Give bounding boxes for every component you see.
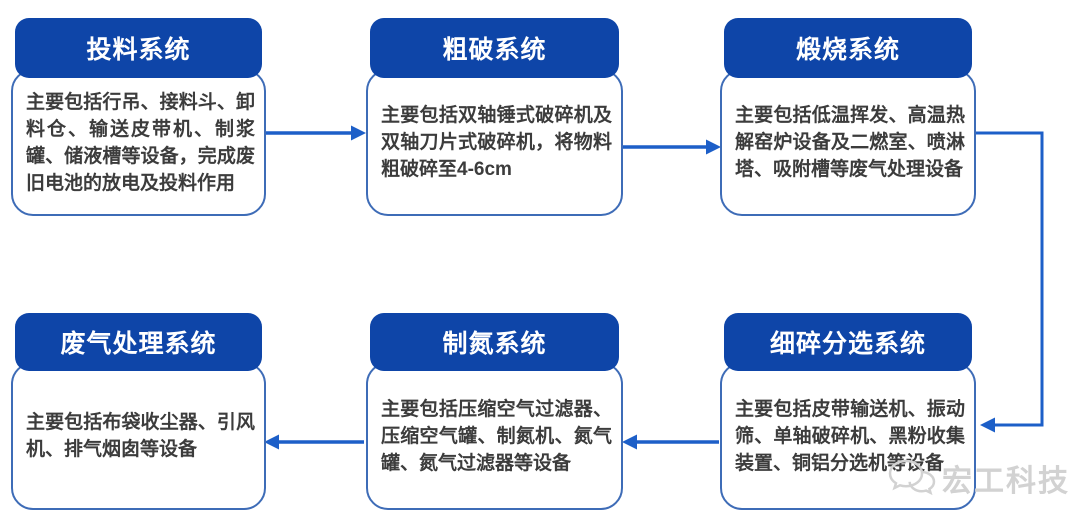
arrowhead-left-4 [622, 434, 637, 450]
node-nitrogen-generation-system: 制氮系统 主要包括压缩空气过滤器、压缩空气罐、制氮机、氮气罐、氮气过滤器等设备 [366, 313, 623, 510]
node-desc-text: 主要包括压缩空气过滤器、压缩空气罐、制氮机、氮气罐、氮气过滤器等设备 [381, 398, 612, 474]
node-desc-text: 主要包括皮带输送机、振动筛、单轴破碎机、黑粉收集装置、铜铝分选机等设备 [735, 398, 965, 474]
node-title-waste-gas-treatment: 废气处理系统 [15, 313, 262, 371]
node-desc-text: 主要包括行吊、接料斗、卸料仓、输送皮带机、制浆罐、储液槽等设备，完成废旧电池的放… [26, 91, 255, 194]
node-desc-coarse-crushing: 主要包括双轴锤式破碎机及双轴刀片式破碎机，将物料粗破碎至4-6cm [366, 69, 623, 216]
node-desc-nitrogen-generation: 主要包括压缩空气过滤器、压缩空气罐、制氮机、氮气罐、氮气过滤器等设备 [366, 362, 623, 510]
arrowhead-right-1 [351, 125, 366, 141]
node-desc-calcination: 主要包括低温挥发、高温热解窑炉设备及二燃室、喷淋塔、吸附槽等废气处理设备 [720, 69, 976, 216]
arrowhead-left-5 [264, 434, 279, 450]
node-title-coarse-crushing: 粗破系统 [370, 18, 619, 78]
node-desc-text: 主要包括双轴锤式破碎机及双轴刀片式破碎机，将物料粗破碎至4-6cm [381, 105, 612, 180]
node-coarse-crushing-system: 粗破系统 主要包括双轴锤式破碎机及双轴刀片式破碎机，将物料粗破碎至4-6cm [366, 18, 623, 216]
node-desc-waste-gas-treatment: 主要包括布袋收尘器、引风机、排气烟囱等设备 [11, 362, 266, 510]
arrowhead-left-3 [980, 417, 995, 433]
node-fine-crushing-sorting-system: 细碎分选系统 主要包括皮带输送机、振动筛、单轴破碎机、黑粉收集装置、铜铝分选机等… [720, 313, 976, 510]
node-title-nitrogen-generation: 制氮系统 [370, 313, 619, 371]
node-desc-feeding: 主要包括行吊、接料斗、卸料仓、输送皮带机、制浆罐、储液槽等设备，完成废旧电池的放… [11, 69, 266, 216]
node-title-calcination: 煅烧系统 [724, 18, 972, 78]
node-title-feeding: 投料系统 [15, 18, 262, 78]
node-title-fine-crushing-sorting: 细碎分选系统 [724, 313, 972, 371]
arrow-calcination-to-fine [976, 131, 1044, 427]
node-waste-gas-treatment-system: 废气处理系统 主要包括布袋收尘器、引风机、排气烟囱等设备 [11, 313, 266, 510]
node-feeding-system: 投料系统 主要包括行吊、接料斗、卸料仓、输送皮带机、制浆罐、储液槽等设备，完成废… [11, 18, 266, 216]
node-calcination-system: 煅烧系统 主要包括低温挥发、高温热解窑炉设备及二燃室、喷淋塔、吸附槽等废气处理设… [720, 18, 976, 216]
node-desc-text: 主要包括低温挥发、高温热解窑炉设备及二燃室、喷淋塔、吸附槽等废气处理设备 [735, 105, 965, 180]
node-desc-fine-crushing-sorting: 主要包括皮带输送机、振动筛、单轴破碎机、黑粉收集装置、铜铝分选机等设备 [720, 362, 976, 510]
arrowhead-right-2 [706, 139, 721, 155]
node-desc-text: 主要包括布袋收尘器、引风机、排气烟囱等设备 [26, 412, 255, 460]
